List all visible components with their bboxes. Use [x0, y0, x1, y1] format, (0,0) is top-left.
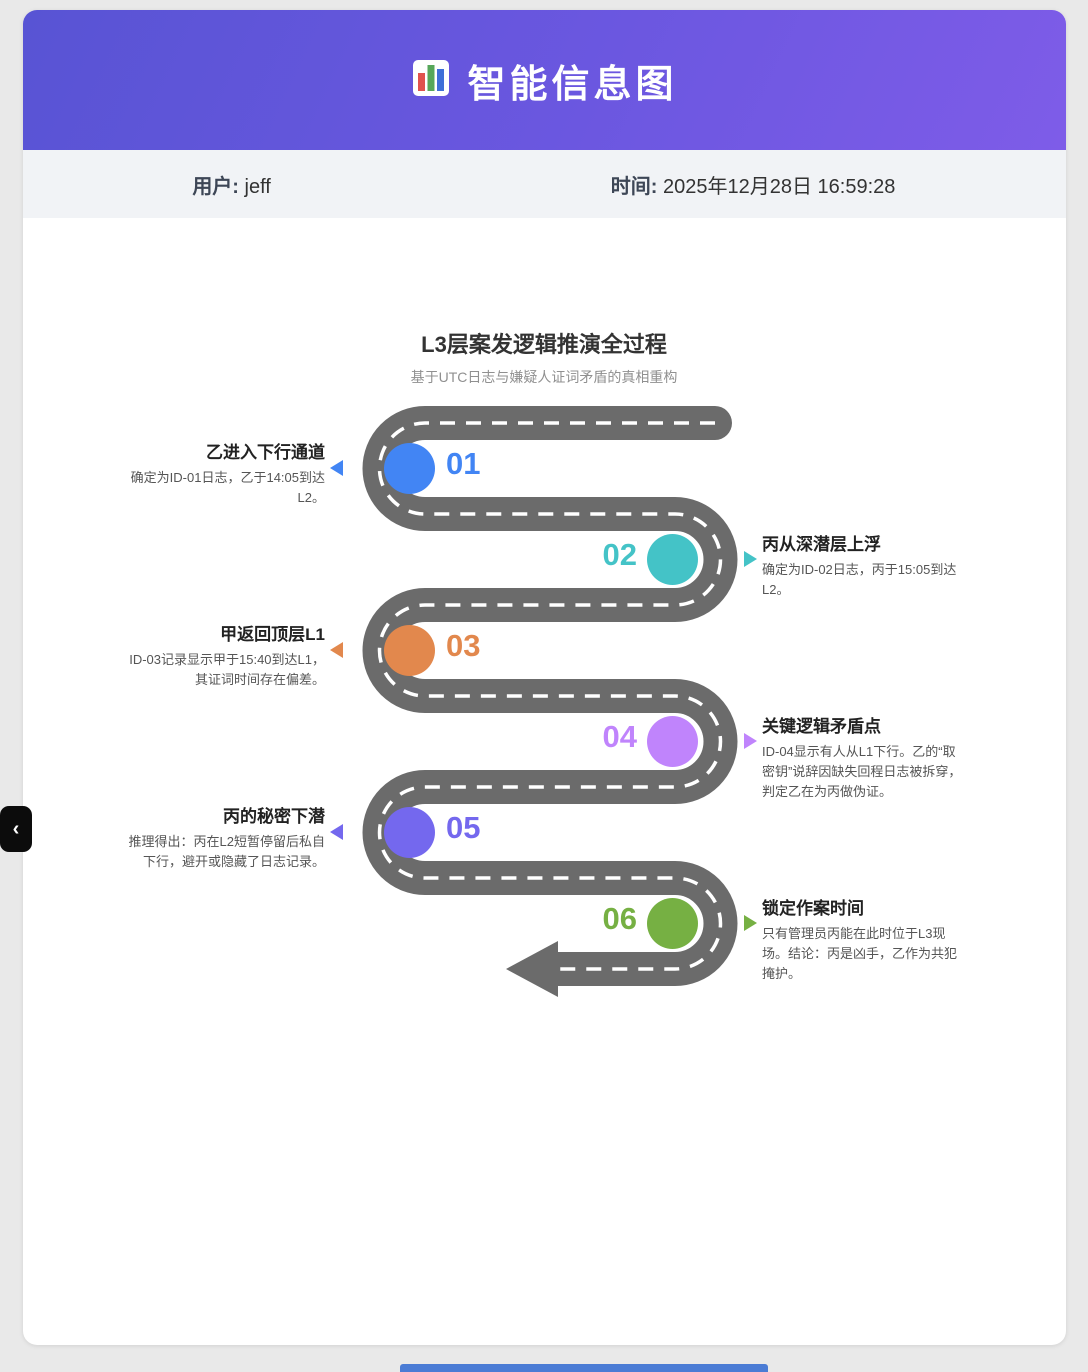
time-label: 时间:: [610, 175, 658, 198]
time-value: 2025年12月28日 16:59:28: [663, 175, 896, 198]
step-circle: [384, 443, 435, 494]
step-title: 甲返回顶层L1: [220, 625, 325, 644]
step-title: 丙从深潜层上浮: [762, 535, 881, 554]
infographic-subtitle: 基于UTC日志与嫌疑人证词矛盾的真相重构: [410, 369, 678, 385]
meta-bar: 用户: jeff 时间: 2025年12月28日 16:59:28: [23, 150, 1066, 218]
step-text-block: 甲返回顶层L1 ID-03记录显示甲于15:40到达L1，其证词时间存在偏差。: [120, 620, 325, 690]
step-title: 关键逻辑矛盾点: [762, 717, 881, 736]
user-info: 用户: jeff: [23, 170, 440, 199]
side-panel-toggle[interactable]: ‹: [0, 806, 32, 852]
bottom-partial-element: [400, 1364, 768, 1372]
step-description: ID-04显示有人从L1下行。乙的“取密钥”说辞因缺失回程日志被拆穿，判定乙在为…: [762, 744, 962, 800]
infographic-title: L3层案发逻辑推演全过程: [421, 332, 667, 357]
step-text-block: 锁定作案时间 只有管理员丙能在此时位于L3现场。结论：丙是凶手，乙作为共犯掩护。: [762, 894, 967, 984]
step-description: 只有管理员丙能在此时位于L3现场。结论：丙是凶手，乙作为共犯掩护。: [762, 926, 958, 982]
step-number: 06: [602, 901, 637, 936]
step-number: 03: [446, 628, 481, 663]
step-description: 推理得出：丙在L2短暂停留后私自下行，避开或隐藏了日志记录。: [128, 834, 325, 870]
step-title: 锁定作案时间: [762, 899, 864, 918]
user-value: jeff: [244, 175, 271, 198]
step-marker-icon: [744, 915, 757, 931]
step-description: 确定为ID-01日志，乙于14:05到达L2。: [130, 470, 325, 506]
step-marker-icon: [744, 733, 757, 749]
step-number: 01: [446, 446, 481, 481]
step-circle: [384, 625, 435, 676]
step-title: 乙进入下行通道: [206, 443, 325, 462]
step-text-block: 关键逻辑矛盾点 ID-04显示有人从L1下行。乙的“取密钥”说辞因缺失回程日志被…: [762, 712, 967, 802]
time-info: 时间: 2025年12月28日 16:59:28: [440, 170, 1066, 199]
step-circle: [647, 716, 698, 767]
app-title: 智能信息图: [467, 63, 678, 106]
step-description: 确定为ID-02日志，丙于15:05到达L2。: [762, 562, 957, 598]
chevron-left-icon: ‹: [12, 818, 20, 840]
step-text-block: 丙的秘密下潜 推理得出：丙在L2短暂停留后私自下行，避开或隐藏了日志记录。: [120, 802, 325, 872]
step-circle: [647, 534, 698, 585]
step-text-block: 乙进入下行通道 确定为ID-01日志，乙于14:05到达L2。: [120, 438, 325, 508]
header-banner: 智能信息图: [23, 10, 1066, 150]
step-number: 02: [602, 537, 637, 572]
step-circle: [647, 898, 698, 949]
step-description: ID-03记录显示甲于15:40到达L1，其证词时间存在偏差。: [129, 652, 325, 688]
step-marker-icon: [744, 551, 757, 567]
step-circle: [384, 807, 435, 858]
step-marker-icon: [330, 824, 343, 840]
step-marker-icon: [330, 460, 343, 476]
step-text-block: 丙从深潜层上浮 确定为ID-02日志，丙于15:05到达L2。: [762, 530, 967, 600]
step-number: 04: [602, 719, 637, 754]
bar-chart-icon: [411, 58, 451, 103]
step-marker-icon: [330, 642, 343, 658]
step-number: 05: [446, 810, 481, 845]
user-label: 用户:: [192, 175, 239, 198]
step-title: 丙的秘密下潜: [223, 807, 325, 826]
